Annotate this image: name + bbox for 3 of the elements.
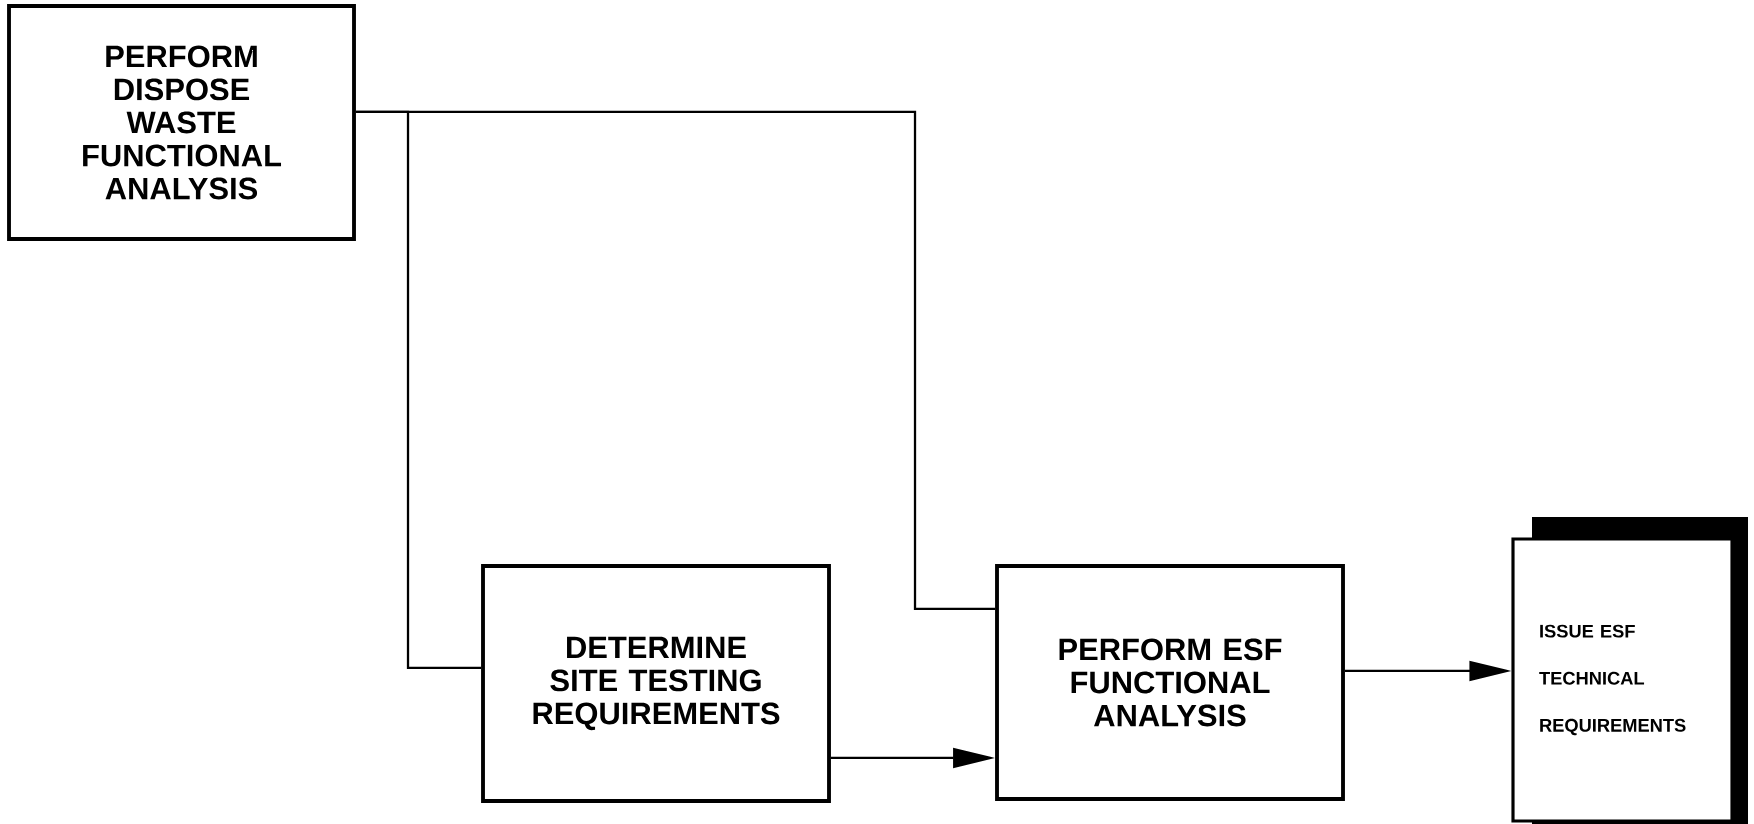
process-box: PERFORM ESF FUNCTIONAL ANALYSIS	[995, 564, 1345, 801]
process-box: DETERMINE SITE TESTING REQUIREMENTS	[481, 564, 831, 803]
process-box: PERFORM DISPOSE WASTE FUNCTIONAL ANALYSIS	[7, 4, 356, 241]
